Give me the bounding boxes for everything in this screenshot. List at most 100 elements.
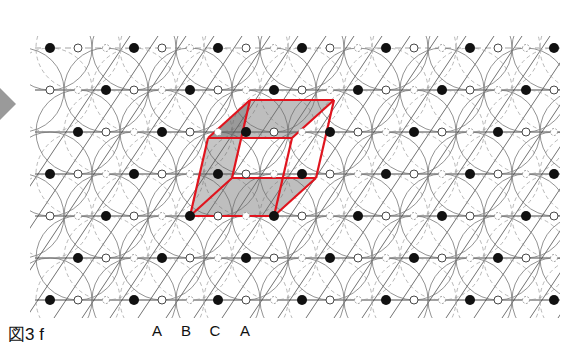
cell-edge (232, 100, 250, 178)
atom-sphere-b (540, 258, 560, 318)
atom-b (74, 296, 82, 304)
atom-c (131, 255, 138, 262)
atom-sphere (316, 174, 400, 258)
atom-a (409, 127, 419, 137)
lattice-line (30, 36, 130, 318)
atom-sphere-b (512, 48, 560, 132)
atom-b (494, 170, 502, 178)
atom-b (242, 296, 250, 304)
atom-c (131, 129, 138, 136)
atom-a (73, 253, 83, 263)
atom-sphere-b (120, 132, 204, 216)
atom-a (185, 211, 195, 221)
atom-a (353, 85, 363, 95)
lattice-line (166, 36, 354, 318)
atom-sphere-b (204, 36, 288, 90)
atom-a (325, 253, 335, 263)
atom-sphere-b (540, 36, 560, 90)
atom-sphere (92, 258, 176, 318)
atom-b (242, 44, 250, 52)
atom-sphere (400, 48, 484, 132)
cell-edge (190, 215, 274, 217)
atom-c (299, 129, 306, 136)
atom-b (438, 254, 446, 262)
atom-a (297, 43, 307, 53)
atom-sphere-b (344, 174, 428, 258)
atom-c (271, 297, 278, 304)
atom-b (354, 128, 362, 136)
atom-a (213, 43, 223, 53)
atom-a (101, 211, 111, 221)
atom-a (241, 127, 251, 137)
atom-sphere (428, 132, 512, 216)
atom-sphere-b (36, 132, 120, 216)
atom-sphere-b (64, 90, 148, 174)
atom-sphere-b (92, 174, 176, 258)
lattice-line (558, 36, 560, 318)
atom-sphere-b (372, 36, 456, 90)
atom-c (467, 255, 474, 262)
atom-b (130, 86, 138, 94)
atom-b (298, 212, 306, 220)
atom-a (297, 295, 307, 305)
atom-c (355, 45, 362, 52)
atom-b (130, 212, 138, 220)
lattice-line (138, 36, 326, 318)
atom-c (103, 171, 110, 178)
atom-group (30, 43, 560, 305)
atom-c (271, 171, 278, 178)
atom-a (157, 253, 167, 263)
layer-label: A (240, 323, 250, 338)
atom-a (45, 295, 55, 305)
cell-edge (274, 138, 292, 216)
lattice-group (30, 36, 560, 318)
atom-b (102, 254, 110, 262)
atom-a (129, 43, 139, 53)
atom-c (75, 87, 82, 94)
atom-sphere-b (30, 174, 92, 258)
atom-b (158, 44, 166, 52)
atom-b (102, 128, 110, 136)
atom-sphere (30, 258, 92, 318)
atom-b (522, 254, 530, 262)
atom-sphere (176, 36, 260, 90)
atom-b (410, 44, 418, 52)
atom-a (213, 169, 223, 179)
cell-face (190, 100, 250, 216)
atom-sphere (428, 258, 512, 318)
atom-c (327, 87, 334, 94)
atom-b (494, 296, 502, 304)
lattice-line (222, 36, 410, 318)
atom-c (523, 45, 530, 52)
atom-a (381, 43, 391, 53)
cell-edge (208, 137, 292, 139)
lattice-line (474, 36, 560, 318)
atom-c (383, 255, 390, 262)
atom-b (214, 212, 222, 220)
atom-a (45, 43, 55, 53)
atom-sphere (540, 216, 560, 300)
atom-a (129, 169, 139, 179)
lattice-line (362, 36, 550, 318)
atom-sphere-b (148, 216, 232, 300)
atom-c (243, 213, 250, 220)
atom-a (493, 127, 503, 137)
atom-a (185, 85, 195, 95)
atom-a (437, 211, 447, 221)
layer-label: A (152, 323, 162, 338)
atom-b (46, 212, 54, 220)
atom-b (74, 44, 82, 52)
atom-sphere-b (428, 48, 512, 132)
atom-sphere (30, 48, 64, 132)
atom-b (298, 86, 306, 94)
atom-sphere (344, 36, 428, 90)
atom-sphere-b (344, 48, 428, 132)
atom-c (551, 255, 558, 262)
atom-a (465, 295, 475, 305)
atom-c (187, 45, 194, 52)
lattice-line (418, 36, 560, 318)
atom-b (214, 86, 222, 94)
atom-b (494, 44, 502, 52)
atom-a (381, 169, 391, 179)
atom-sphere (372, 216, 456, 300)
